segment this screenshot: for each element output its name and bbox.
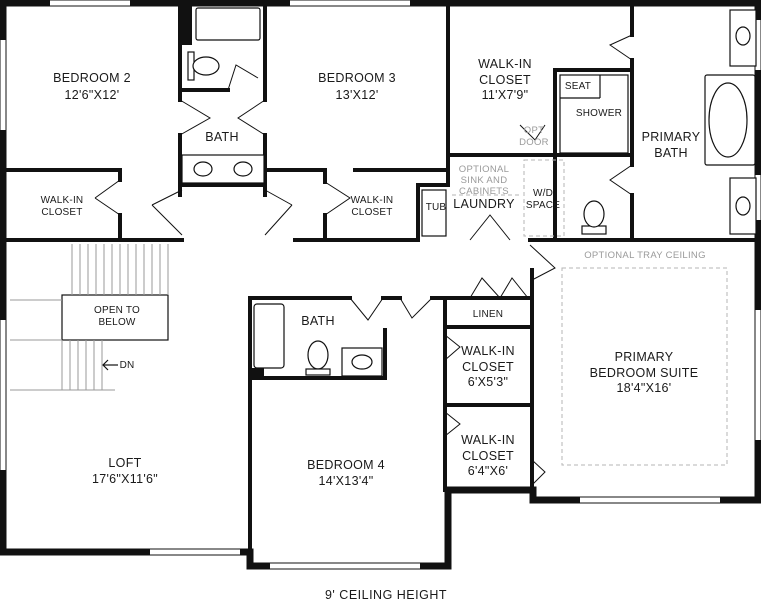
wd-space-line2: SPACE	[526, 200, 560, 211]
optional-sink-line2: SINK AND	[461, 175, 508, 186]
tub-label: TUB	[426, 202, 447, 213]
walkin-a-dims: 6'X5'3"	[468, 375, 509, 389]
room-labels: BEDROOM 2 12'6"X12' BATH BEDROOM 3 13'X1…	[41, 57, 706, 600]
primary-suite-line1: PRIMARY	[615, 350, 674, 364]
walkin-b3-line1: WALK-IN	[351, 195, 394, 206]
interior-walls	[1, 1, 760, 568]
windows	[0, 0, 761, 569]
dn-label: DN	[120, 360, 135, 371]
primary-bath-line1: PRIMARY	[642, 130, 701, 144]
bedroom3-name: BEDROOM 3	[318, 71, 396, 85]
bedroom2-name: BEDROOM 2	[53, 71, 131, 85]
walkin-b-line2: CLOSET	[462, 449, 514, 463]
optional-sink-line3: CABINETS	[459, 186, 509, 197]
open-to-below-line2: BELOW	[98, 317, 135, 328]
wd-space-line1: W/D	[533, 188, 553, 199]
open-to-below-line1: OPEN TO	[94, 305, 140, 316]
ceiling-height-note: 9' CEILING HEIGHT	[325, 588, 447, 600]
opt-door-line1: OPT	[524, 125, 544, 136]
primary-suite-dims: 18'4"X16'	[616, 381, 671, 395]
seat-label: SEAT	[565, 81, 591, 92]
loft-dims: 17'6"X11'6"	[92, 472, 158, 486]
optional-sink-line1: OPTIONAL	[459, 164, 509, 175]
primary-bath-line2: BATH	[654, 146, 688, 160]
walkin-primary-line1: WALK-IN	[478, 57, 532, 71]
shower-label: SHOWER	[576, 108, 622, 119]
walkin-b2-line2: CLOSET	[41, 207, 82, 218]
laundry-label: LAUNDRY	[453, 197, 515, 211]
primary-suite-line2: BEDROOM SUITE	[590, 366, 699, 380]
stairs	[10, 244, 169, 391]
bedroom4-dims: 14'X13'4"	[318, 474, 373, 488]
walkin-a-line2: CLOSET	[462, 360, 514, 374]
walkin-primary-dims: 11'X7'9"	[482, 88, 529, 102]
walkin-primary-line2: CLOSET	[479, 73, 531, 87]
walkin-b3-line2: CLOSET	[351, 207, 392, 218]
tray-ceiling-label: OPTIONAL TRAY CEILING	[584, 250, 706, 261]
linen-label: LINEN	[473, 309, 503, 320]
walkin-b-line1: WALK-IN	[461, 433, 515, 447]
bedroom2-dims: 12'6"X12'	[64, 88, 119, 102]
walkin-b2-line1: WALK-IN	[41, 195, 84, 206]
bath-mid-label: BATH	[301, 314, 335, 328]
loft-name: LOFT	[108, 456, 141, 470]
fixtures	[181, 7, 757, 466]
doors	[94, 34, 633, 486]
walkin-b-dims: 6'4"X6'	[468, 464, 509, 478]
walkin-a-line1: WALK-IN	[461, 344, 515, 358]
bedroom3-dims: 13'X12'	[335, 88, 378, 102]
bedroom4-name: BEDROOM 4	[307, 458, 385, 472]
opt-door-line2: DOOR	[519, 137, 549, 148]
bath-top-label: BATH	[205, 130, 239, 144]
